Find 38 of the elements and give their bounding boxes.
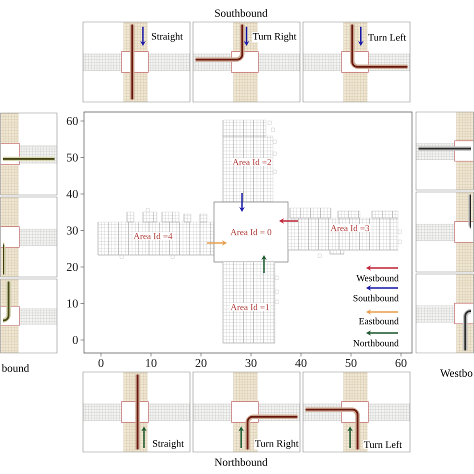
group-heading: Westbo (440, 369, 472, 377)
tick-label: 30 (246, 358, 257, 368)
trajectory-panel: Turn Left (302, 372, 410, 452)
tick-label: 60 (396, 358, 407, 368)
trajectory-panel (416, 112, 474, 190)
grid-region: Area Id =3 (288, 208, 402, 258)
group-heading: Northbound (214, 458, 268, 466)
node-label: Area Id =1 (230, 304, 269, 310)
trajectory-panel: Straight (82, 372, 190, 452)
tick-label: 40 (66, 190, 78, 198)
legend-label: Northbound (353, 340, 399, 346)
node-label: Area Id =3 (330, 224, 370, 232)
tick-label: 10 (67, 299, 78, 308)
legend-label: Southbound (354, 294, 399, 302)
trajectory-panel: Turn Left (302, 22, 410, 102)
grid-region: Area Id =2 (222, 120, 277, 202)
tick-label: 20 (66, 262, 78, 272)
trajectory-panel: Straight (82, 22, 190, 102)
trajectory-panel: Turn Right (192, 22, 300, 102)
tick-label: 0 (72, 336, 78, 344)
group-heading: Southbound (215, 9, 268, 17)
grid-region: Area Id =4 (98, 208, 214, 259)
tick-label: 20 (196, 358, 207, 368)
grid-region: Area Id =1 (222, 262, 279, 344)
trajectory-panel (416, 192, 474, 272)
trajectory-panel (0, 196, 58, 278)
group-heading: bound (2, 364, 30, 372)
trajectory-panel: Turn Right (192, 372, 300, 452)
trajectory-panel (0, 112, 58, 196)
tick-label: 30 (66, 226, 78, 235)
tick-label: 50 (67, 153, 78, 162)
tick-label: 40 (295, 358, 307, 368)
legend-label: Eastbound (358, 318, 399, 324)
trajectory-panel (416, 274, 474, 354)
area-box: Area Id = 0 (214, 202, 288, 262)
tick-label: 60 (66, 116, 78, 126)
legend-label: Westbound (356, 274, 399, 282)
trajectory-panel (0, 278, 58, 354)
